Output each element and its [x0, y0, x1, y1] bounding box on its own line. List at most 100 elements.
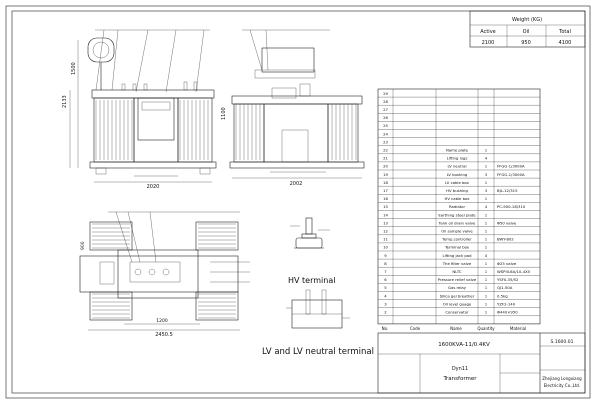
part-no: 6	[384, 277, 387, 282]
part-qty: 1	[485, 164, 488, 169]
part-qty: 1	[485, 229, 488, 234]
part-name: Oil sample valve	[441, 229, 473, 234]
part-name: Radiator	[449, 204, 465, 209]
part-no: 16	[383, 196, 388, 201]
parts-table-header: No. Code Name Quantity Material	[382, 326, 526, 331]
outer-frame	[5, 5, 591, 399]
plan-dim-length: 900	[80, 241, 86, 250]
table-row: 19 LV bushing 3 FFGG-1/3000A	[383, 172, 525, 177]
end-view-drawing: 2002 1100	[221, 29, 365, 187]
side-dim-width: 2020	[147, 184, 160, 190]
part-material: FFGG-1/3000A	[497, 172, 525, 177]
part-qty: 1	[485, 196, 488, 201]
part-no: 4	[384, 293, 387, 298]
part-qty: 1	[485, 293, 488, 298]
part-qty: 1	[485, 310, 488, 315]
part-material: WSPIII-6A/10-4X5	[497, 269, 531, 274]
part-no: 9	[384, 253, 387, 258]
lv-terminal-drawing	[286, 289, 350, 329]
weight-header-total: Total	[558, 29, 571, 35]
part-no: 13	[383, 220, 388, 225]
part-name: Earthing steel plate	[438, 212, 476, 217]
table-row: 27	[383, 107, 388, 112]
part-qty: 1	[485, 277, 488, 282]
table-row: 24	[383, 131, 388, 136]
title-rating: 1600KVA-11/0.4KV	[438, 342, 490, 348]
hv-terminal-caption: HV terminal	[288, 276, 335, 285]
part-qty: 1	[485, 261, 488, 266]
part-qty: 3	[485, 172, 488, 177]
part-name: Lifting lugs	[447, 156, 468, 161]
part-qty: 1	[485, 148, 488, 153]
title-company-1: Zhejiang Longxiang	[542, 376, 582, 381]
part-no: 19	[383, 172, 388, 177]
table-row: 26	[383, 115, 388, 120]
part-name: LV bushing	[447, 172, 468, 177]
part-no: 3	[384, 301, 387, 306]
header-no: No.	[382, 326, 389, 331]
weight-value-total: 4100	[559, 40, 572, 46]
header-material: Material	[510, 326, 526, 331]
part-name: LV cable box	[445, 180, 470, 185]
part-no: 15	[383, 204, 388, 209]
hv-terminal-drawing	[290, 217, 330, 249]
part-qty: 1	[485, 269, 488, 274]
part-name: Temp.controller	[441, 237, 472, 242]
part-no: 11	[383, 237, 388, 242]
header-name: Name	[450, 326, 462, 331]
part-no: 12	[383, 229, 388, 234]
part-no: 22	[383, 148, 388, 153]
part-material: YSFII-35/52	[497, 277, 519, 282]
part-no: 7	[384, 269, 387, 274]
part-qty: 3	[485, 188, 488, 193]
inner-frame	[11, 10, 586, 394]
lv-terminal-caption: LV and LV neutral terminal	[262, 347, 374, 357]
part-qty: 1	[485, 301, 488, 306]
part-material: BJL-12/315	[497, 188, 518, 193]
part-qty: 4	[485, 156, 488, 161]
part-no: 23	[383, 139, 388, 144]
part-material: BWY-802	[497, 237, 514, 242]
title-vector: Dyn11	[452, 366, 468, 372]
header-code: Code	[410, 326, 421, 331]
table-row: 12 Oil sample valve 1	[383, 229, 488, 234]
part-no: 28	[383, 99, 388, 104]
part-no: 25	[383, 123, 388, 128]
part-material: QJ1-50A	[497, 285, 513, 290]
part-no: 5	[384, 285, 387, 290]
part-name: Gas relay	[448, 285, 467, 290]
part-material: Φ25 valve	[497, 261, 517, 266]
part-no: 2	[384, 310, 387, 315]
part-material: YZF2-140	[497, 301, 516, 306]
part-name: Terminal box	[444, 245, 470, 250]
part-name: HV bushing	[446, 188, 468, 193]
header-qty: Quantity	[477, 326, 495, 331]
part-no: 26	[383, 115, 388, 120]
part-qty: 1	[485, 212, 488, 217]
part-name: Silica gel breather	[440, 293, 475, 298]
part-no: 14	[383, 212, 388, 217]
side-dim-height: 2133	[62, 95, 68, 108]
part-material: Φ440×950	[497, 310, 518, 315]
side-dim-depth: 1500	[71, 62, 77, 75]
table-row: 28	[383, 99, 388, 104]
weight-header-oil: Oil	[523, 29, 530, 35]
part-name: Name plate	[446, 148, 469, 153]
part-material: PC-900-18/310	[497, 204, 526, 209]
plan-view-drawing: 2450.5 1200 900	[79, 211, 250, 338]
part-no: 21	[383, 156, 388, 161]
